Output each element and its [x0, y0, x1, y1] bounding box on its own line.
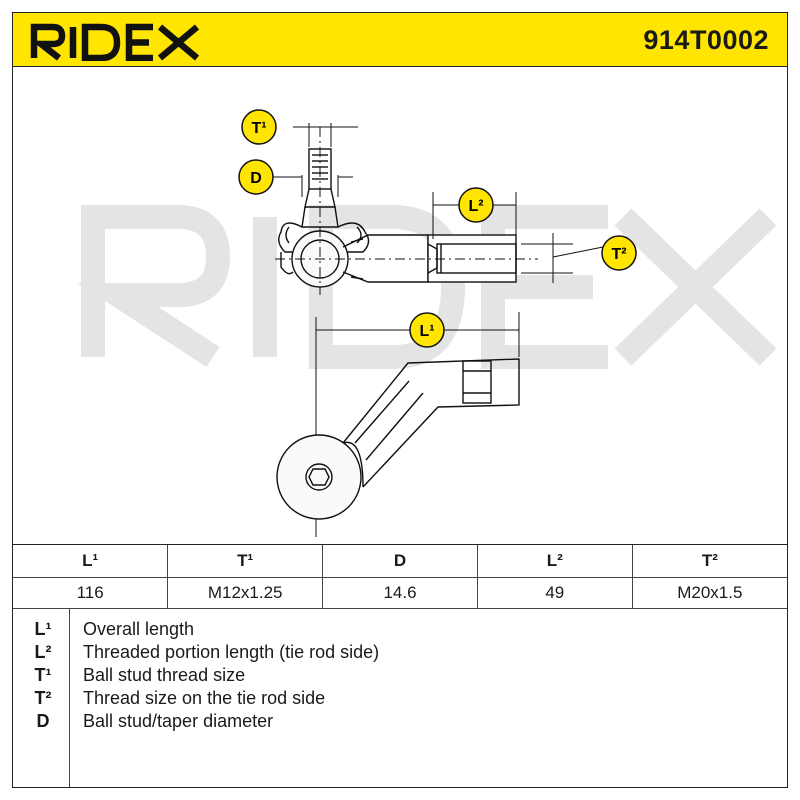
spec-header-l1: L¹: [13, 545, 169, 578]
spec-value-l1: 116: [13, 577, 169, 609]
svg-text:L²: L²: [468, 198, 483, 215]
callout-l1: L¹: [409, 312, 445, 348]
callout-l2: L²: [458, 187, 494, 223]
tie-rod-end-diagram: T¹ D L² T² L¹: [77, 109, 777, 537]
svg-text:D: D: [250, 170, 262, 187]
spec-header-row: L¹ T¹ D L² T²: [13, 545, 787, 578]
product-sheet: 914T0002: [12, 12, 788, 788]
spec-value-d: 14.6: [322, 577, 478, 609]
legend-item: L¹ Overall length: [13, 619, 787, 641]
header-bar: 914T0002: [13, 13, 787, 67]
spec-value-row: 116 M12x1.25 14.6 49 M20x1.5: [13, 577, 787, 609]
legend-item: D Ball stud/taper diameter: [13, 711, 787, 733]
spec-header-d: D: [322, 545, 478, 578]
side-view-drawing: [275, 127, 538, 295]
legend-key: T²: [34, 688, 52, 708]
svg-text:T²: T²: [611, 246, 626, 263]
callout-d: D: [238, 159, 274, 195]
ridex-watermark: [77, 205, 777, 369]
spec-header-l2: L²: [477, 545, 633, 578]
spec-header-t1: T¹: [167, 545, 324, 578]
legend-item: L² Threaded portion length (tie rod side…: [13, 642, 787, 664]
ridex-logo: [30, 23, 200, 61]
svg-text:L¹: L¹: [419, 323, 434, 340]
callout-t2: T²: [601, 235, 637, 271]
legend-item: T² Thread size on the tie rod side: [13, 688, 787, 710]
spec-value-t1: M12x1.25: [167, 577, 324, 609]
technical-drawing: T¹ D L² T² L¹: [13, 67, 787, 545]
legend-item: T¹ Ball stud thread size: [13, 665, 787, 687]
part-number: 914T0002: [643, 25, 769, 55]
legend-key: L¹: [34, 619, 52, 639]
legend-text: Ball stud/taper diameter: [83, 711, 274, 731]
spec-value-l2: 49: [477, 577, 633, 609]
legend: L¹ Overall length L² Threaded portion le…: [13, 609, 787, 787]
top-view-drawing: [276, 358, 520, 520]
spec-header-t2: T²: [632, 545, 787, 578]
spec-table: L¹ T¹ D L² T² 116 M12x1.25 14.6 49 M20x1…: [13, 545, 787, 609]
svg-text:T¹: T¹: [251, 120, 266, 137]
legend-key: D: [36, 711, 50, 731]
legend-divider: [69, 609, 70, 787]
legend-key: T¹: [34, 665, 52, 685]
legend-text: Overall length: [83, 619, 195, 639]
callout-t1: T¹: [241, 109, 277, 145]
legend-text: Threaded portion length (tie rod side): [83, 642, 380, 662]
legend-text: Ball stud thread size: [83, 665, 246, 685]
spec-value-t2: M20x1.5: [632, 577, 787, 609]
legend-text: Thread size on the tie rod side: [83, 688, 326, 708]
legend-key: L²: [34, 642, 52, 662]
